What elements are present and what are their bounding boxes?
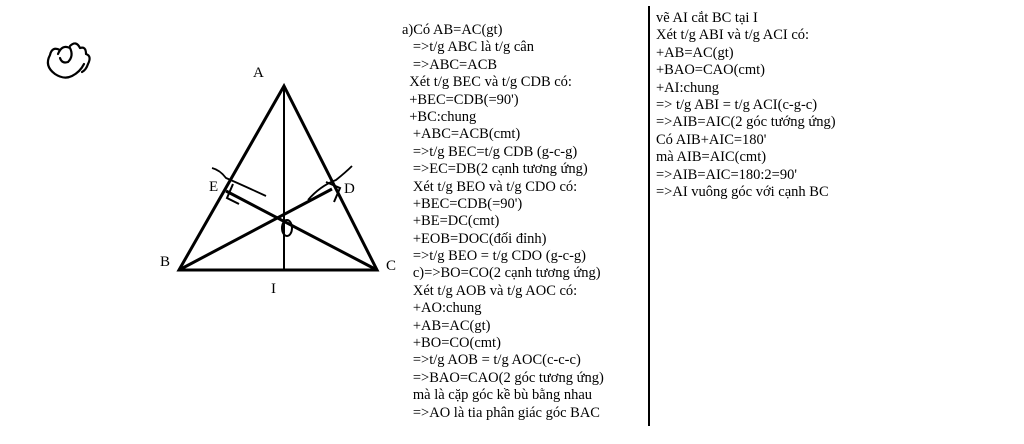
proof-line: Xét t/g AOB và t/g AOC có: [402, 282, 578, 299]
proof-line: =>ABC=ACB [402, 56, 498, 73]
proof-line: =>BAO=CAO(2 góc tương ứng) [402, 369, 604, 386]
proof-line: +AO:chung [402, 300, 482, 317]
right-angle-mark-d [325, 181, 342, 203]
label-c: C [386, 258, 396, 274]
proof-left-column: a)Có AB=AC(gt) =>t/g ABC là t/g cân =>AB… [402, 22, 604, 422]
proof-line: =>EC=DB(2 cạnh tương ứng) [402, 161, 588, 178]
right-angle-mark-e [225, 183, 240, 205]
label-d: D [344, 181, 355, 197]
point-o-mark [281, 219, 293, 237]
proof-line: =>t/g AOB = t/g AOC(c-c-c) [402, 352, 581, 369]
proof-line: =>t/g BEO = t/g CDO (g-c-g) [402, 248, 587, 265]
proof-line: vẽ AI cắt BC tại I [656, 10, 758, 26]
proof-line: =>AO là tia phân giác góc BAC [402, 404, 600, 421]
proof-line: +BC:chung [402, 108, 477, 125]
proof-line: +EOB=DOC(đối đỉnh) [402, 230, 547, 247]
proof-line: a)Có AB=AC(gt) [402, 22, 503, 38]
proof-line: =>t/g ABC là t/g cân [402, 39, 534, 56]
label-i: I [271, 281, 276, 297]
proof-line: Xét t/g BEO và t/g CDO có: [402, 178, 578, 195]
proof-line: =>AI vuông góc với cạnh BC [656, 183, 829, 200]
proof-line: +AI:chung [656, 79, 719, 96]
proof-line: =>AIB=AIC=180:2=90' [656, 166, 797, 183]
triangle-abc [176, 82, 380, 272]
proof-line: +AB=AC(gt) [656, 44, 734, 61]
proof-line: +BO=CO(cmt) [402, 335, 501, 352]
proof-line: +AB=AC(gt) [402, 317, 491, 334]
proof-line: +BAO=CAO(cmt) [656, 62, 765, 79]
proof-line: +BEC=CDB(=90') [402, 91, 519, 108]
proof-line: +ABC=ACB(cmt) [402, 126, 521, 143]
proof-line: Có AIB+AIC=180' [656, 131, 767, 148]
proof-line: =>t/g BEC=t/g CDB (g-c-g) [402, 143, 578, 160]
proof-line: +BE=DC(cmt) [402, 213, 500, 230]
proof-line: Xét t/g BEC và t/g CDB có: [402, 74, 572, 91]
proof-line: => t/g ABI = t/g ACI(c-g-c) [656, 96, 818, 113]
proof-line: c)=>BO=CO(2 cạnh tương ứng) [402, 265, 601, 282]
proof-line: Xét t/g ABI và t/g ACI có: [656, 27, 810, 44]
arc-mark-d [307, 165, 353, 201]
proof-line: mà là cặp góc kề bù bằng nhau [402, 387, 593, 404]
label-e: E [209, 179, 218, 195]
hand-doodle-icon [46, 42, 91, 79]
proof-line: mà AIB=AIC(cmt) [656, 149, 767, 166]
segment-bd [178, 187, 333, 272]
proof-line: =>AIB=AIC(2 góc tướng ứng) [656, 114, 836, 131]
arc-mark-e [211, 167, 267, 197]
column-divider [648, 6, 650, 426]
label-a: A [253, 65, 264, 81]
proof-line: +BEC=CDB(=90') [402, 195, 523, 212]
segment-ce [225, 189, 378, 272]
label-b: B [160, 254, 170, 270]
